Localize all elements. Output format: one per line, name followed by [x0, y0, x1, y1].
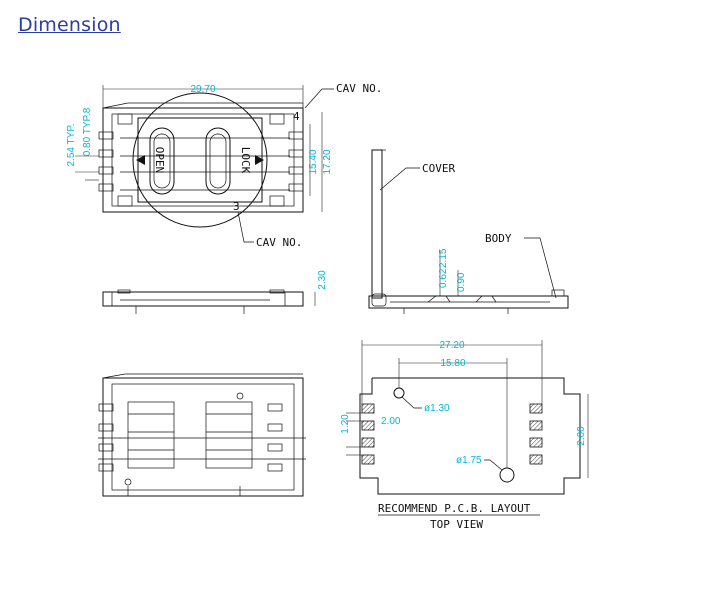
large-hole-dimension: ø1.75	[456, 455, 482, 466]
pcb-width-dimension: 27.20	[439, 340, 464, 351]
pcb-subcaption: TOP VIEW	[430, 518, 483, 531]
body-label: BODY	[485, 232, 512, 245]
front-view: 2.30	[102, 270, 328, 314]
cav-label-bottom: CAV NO.	[256, 236, 302, 249]
pcb-pitch-left-dimension: 2.00	[381, 416, 401, 427]
side-dimension-b: 2.15	[438, 248, 449, 268]
bottom-view	[98, 373, 306, 497]
cover-label: COVER	[422, 162, 455, 175]
open-label: OPEN	[153, 147, 166, 174]
cav-number-top: 4	[293, 110, 300, 123]
pitch-dimension: 2.54 TYP.	[66, 124, 77, 167]
cav-label-top: CAV NO.	[336, 82, 382, 95]
side-view: COVER BODY 0.62 2.15 0.90	[368, 149, 569, 314]
side-dimension-a: 0.62	[438, 268, 449, 288]
pcb-caption: RECOMMEND P.C.B. LAYOUT	[378, 502, 531, 515]
lock-label: LOCK	[239, 147, 252, 174]
cav-number-bottom: 3	[233, 200, 240, 213]
hole-spacing-dimension: 15.80	[440, 358, 465, 369]
top-view: OPEN LOCK 29.70 15.40 17.20 2.54 TYP. 0.…	[66, 82, 382, 249]
pad-dimension: 0.80 TYP.8	[82, 107, 93, 156]
height-dimension: 2.30	[317, 270, 328, 290]
pcb-height-left-dimension: 1.20	[340, 414, 351, 434]
outer-dimension: 17.20	[322, 149, 333, 174]
side-dimension-c: 0.90	[456, 272, 467, 292]
inner-dimension: 15.40	[308, 149, 319, 174]
pcb-layout: 27.20 15.80 ø1.30 ø1.75 1.20 2.00 2.00 R…	[340, 340, 589, 531]
small-hole-dimension: ø1.30	[424, 403, 450, 414]
page-title: Dimension	[18, 14, 121, 36]
width-dimension: 29.70	[190, 84, 215, 95]
pcb-pitch-right-dimension: 2.00	[576, 426, 587, 446]
